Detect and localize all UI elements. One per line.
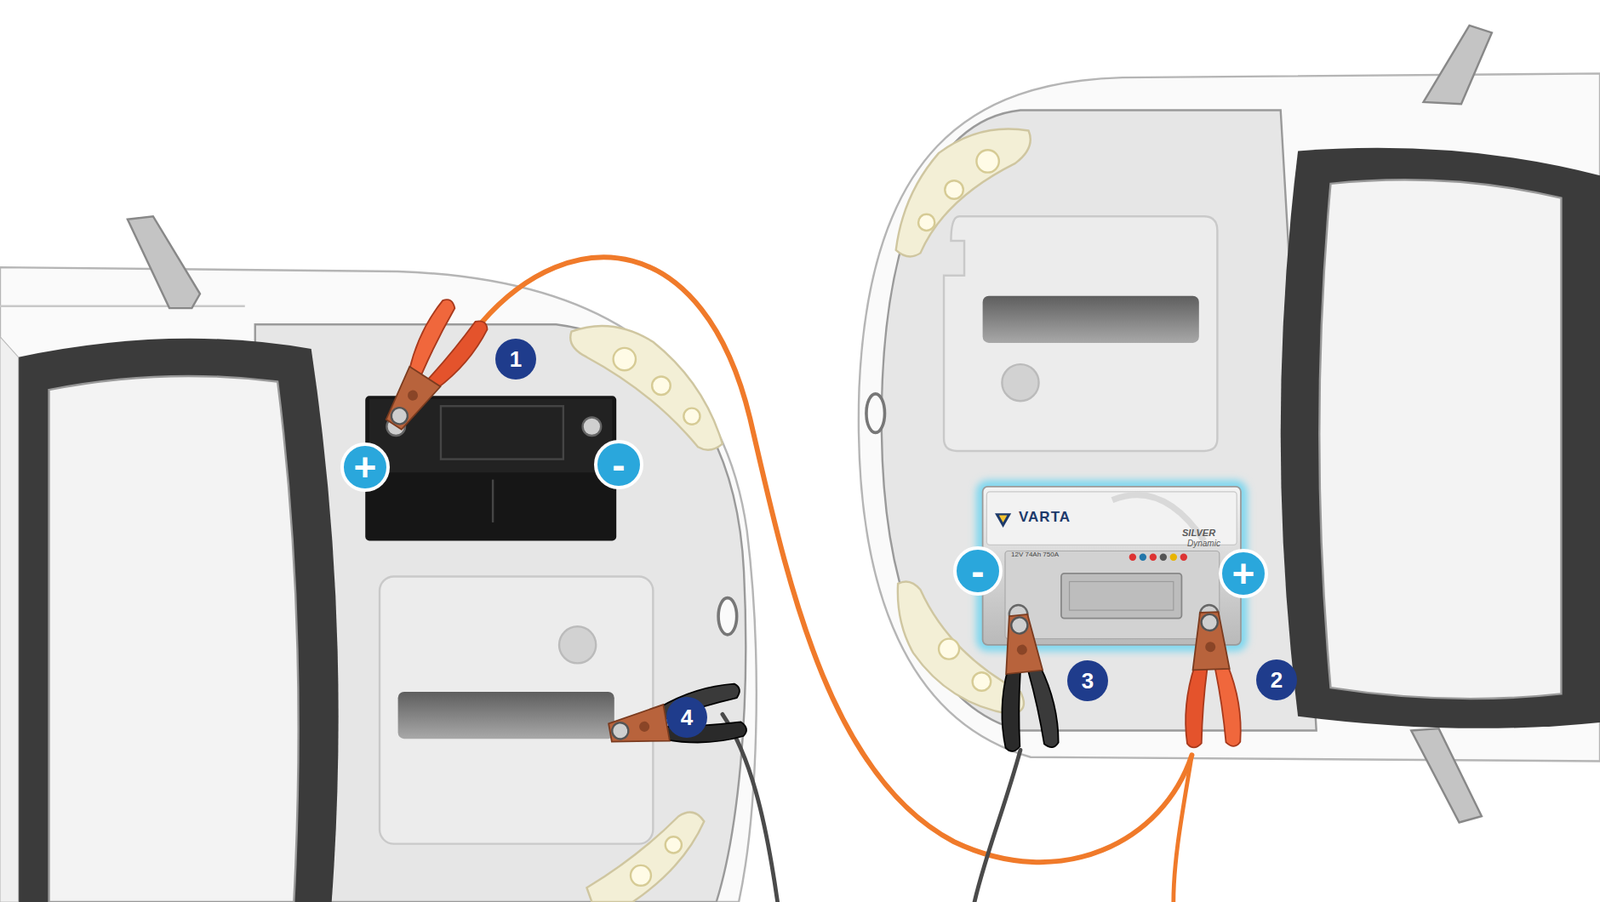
cable-clamps	[371, 297, 1242, 760]
terminal-sign: -	[953, 546, 1003, 596]
battery-rating: 12V 74Ah 750A	[1011, 551, 1059, 560]
node-text: 4	[680, 706, 693, 729]
node-text: 1	[509, 348, 522, 371]
node-text: +	[354, 447, 378, 487]
callout-number: 2	[1256, 659, 1298, 701]
callout-number: 1	[495, 338, 537, 380]
series-label: SILVER	[1182, 527, 1216, 538]
jumper-cables	[481, 257, 1192, 902]
brand-label: VARTA	[1018, 509, 1071, 526]
terminal-sign: -	[594, 440, 644, 490]
node-text: 2	[1270, 668, 1283, 692]
callout-number: 3	[1067, 660, 1109, 702]
node-text: -	[971, 551, 984, 591]
terminal-sign: +	[340, 442, 390, 492]
node-text: -	[611, 445, 625, 485]
left-car	[0, 216, 757, 902]
series-label: Dynamic	[1187, 538, 1221, 549]
right-car	[858, 25, 1600, 823]
terminal-sign: +	[1218, 548, 1269, 599]
node-text: 3	[1081, 669, 1094, 692]
node-text: +	[1232, 554, 1256, 594]
callout-number: 4	[666, 697, 708, 738]
